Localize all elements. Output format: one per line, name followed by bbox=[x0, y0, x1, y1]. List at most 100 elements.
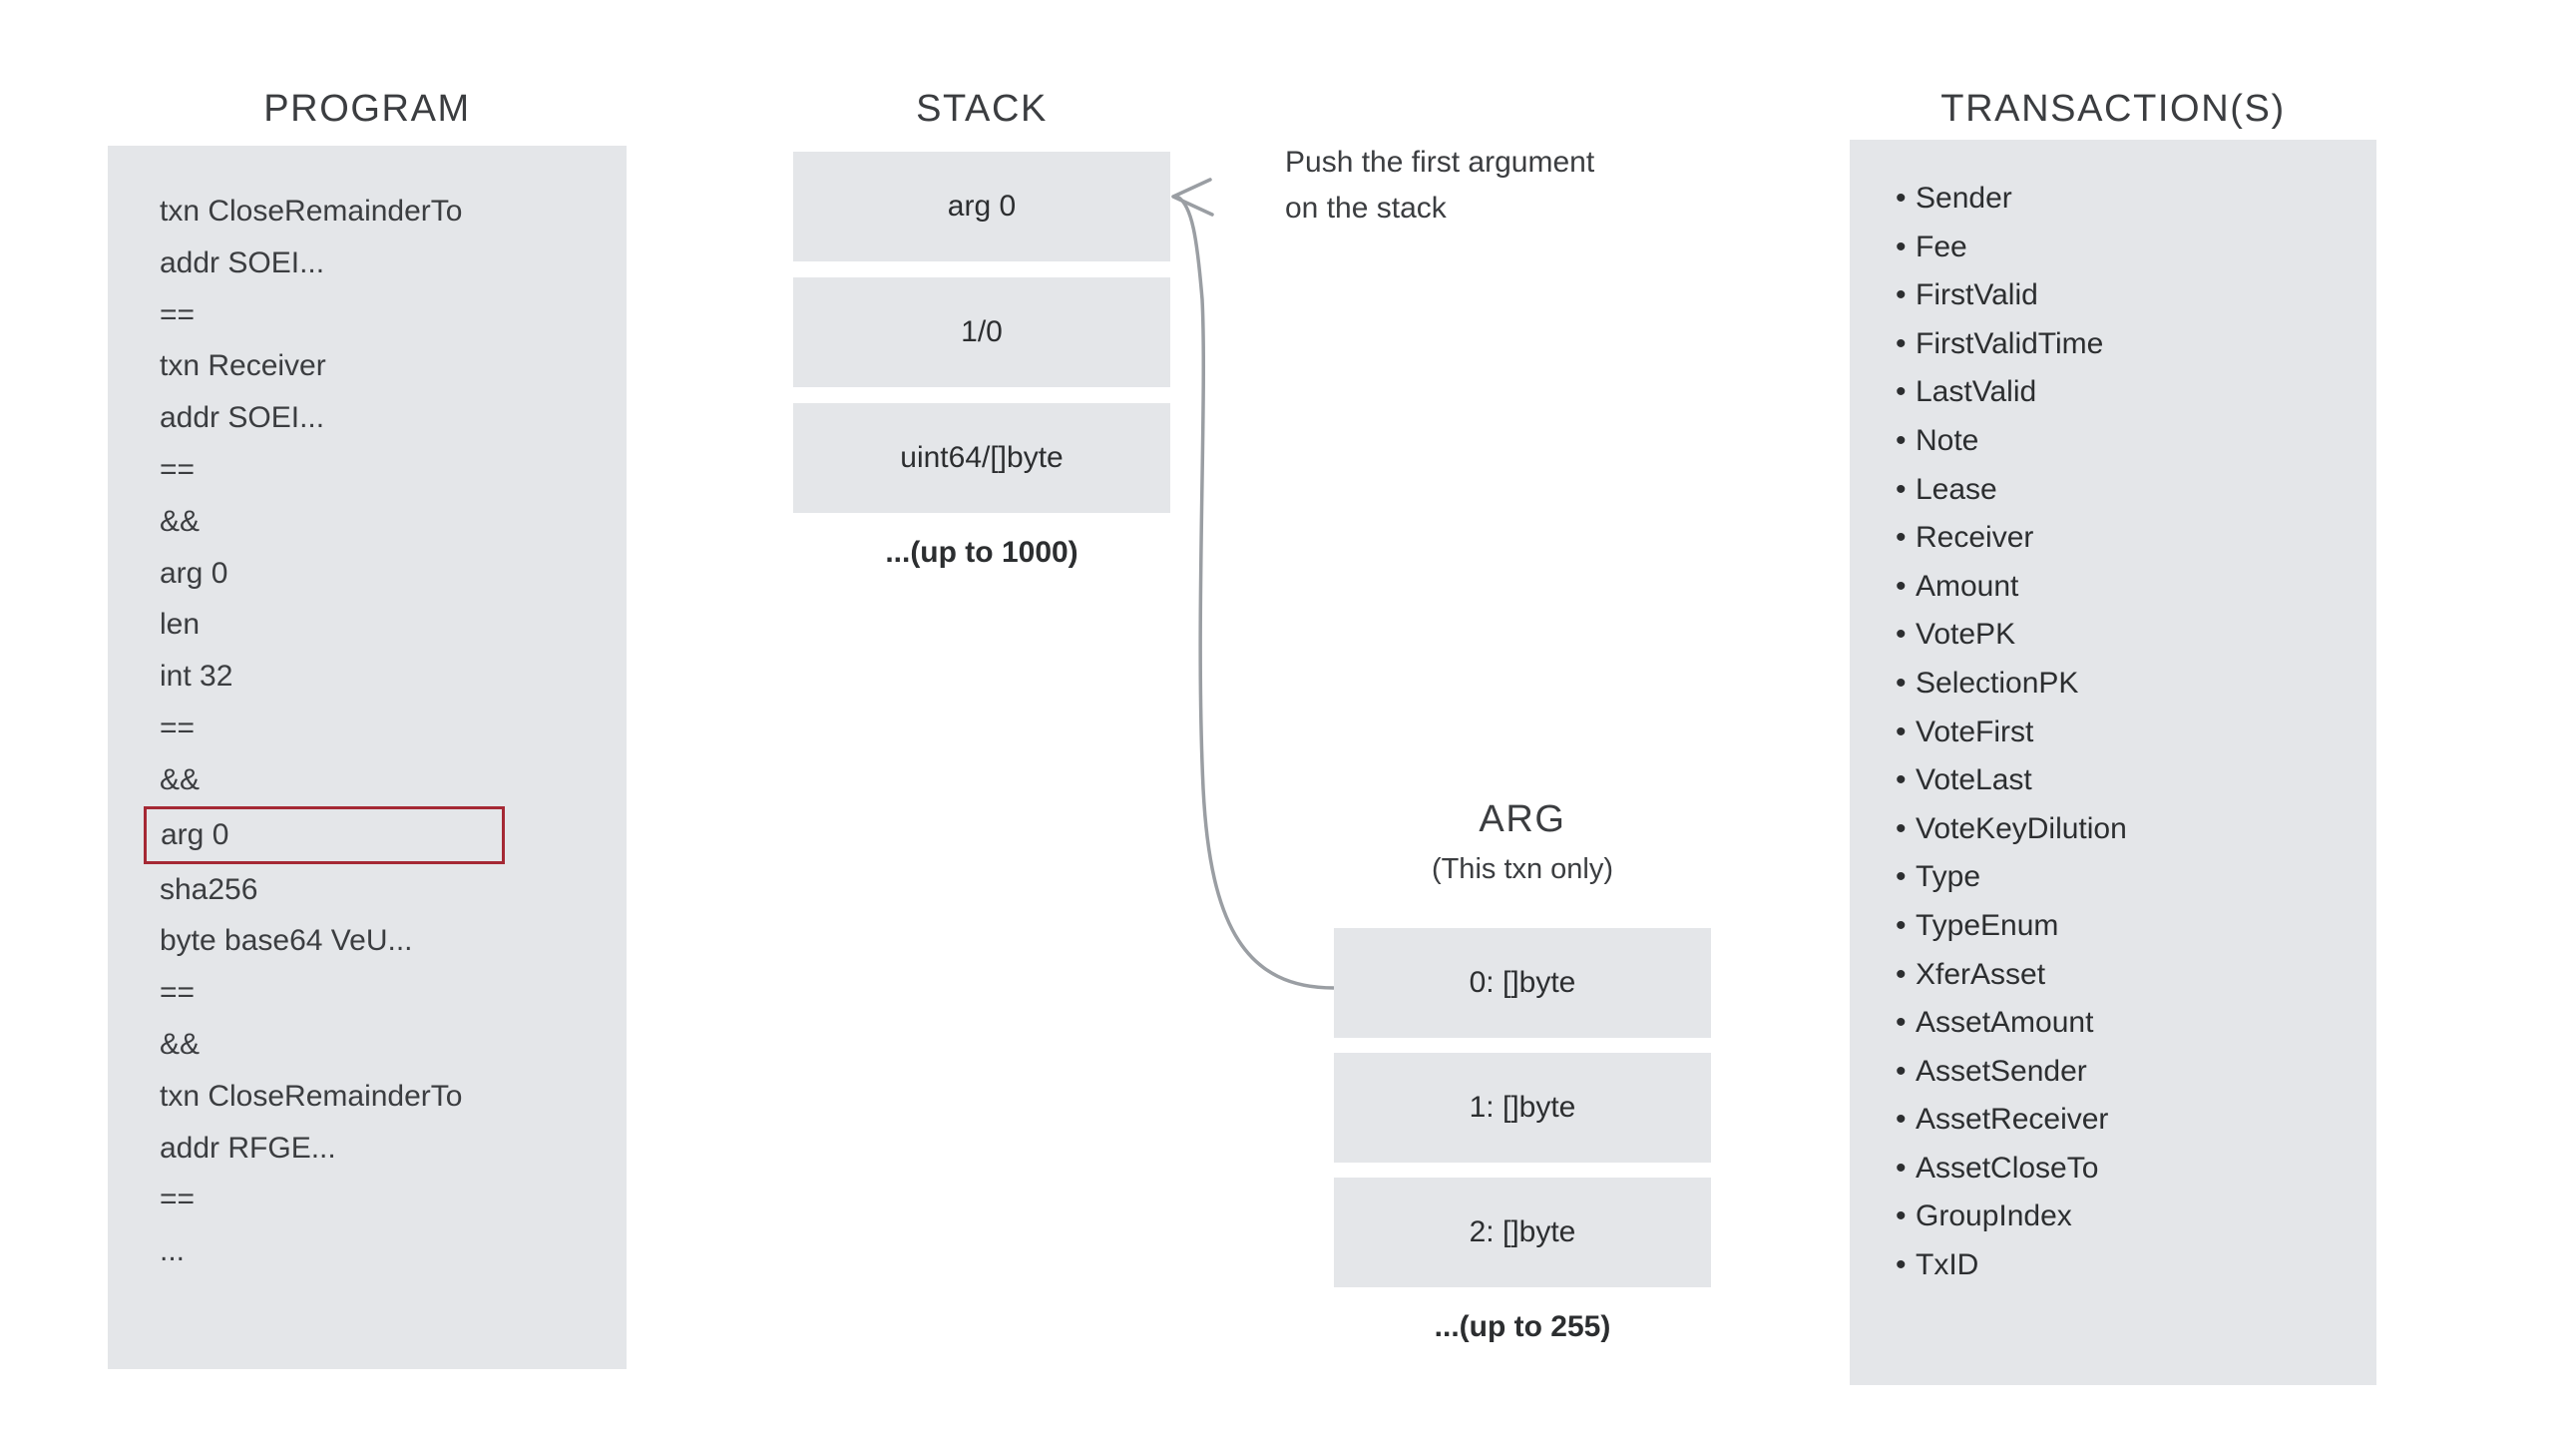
transactions-heading: TRANSACTION(S) bbox=[1940, 88, 2286, 130]
transaction-field-item: • GroupIndex bbox=[1896, 1193, 2364, 1241]
transaction-field-item: • Receiver bbox=[1896, 514, 2364, 563]
transaction-field-label: Lease bbox=[1916, 472, 1997, 506]
bullet-icon: • bbox=[1896, 908, 1907, 942]
program-line: txn CloseRemainderTo bbox=[160, 195, 463, 228]
transaction-field-label: VoteLast bbox=[1916, 763, 2032, 797]
transaction-field-item: •Note bbox=[1896, 417, 2364, 466]
transaction-field-label: XferAsset bbox=[1916, 957, 2046, 991]
stack-heading: STACK bbox=[916, 88, 1048, 130]
transaction-field-label: AssetReceiver bbox=[1916, 1103, 2109, 1137]
bullet-icon: • bbox=[1896, 715, 1907, 748]
program-line: == bbox=[160, 1183, 196, 1216]
transaction-field-item: • FirstValidTime bbox=[1896, 320, 2364, 369]
bullet-icon: • bbox=[1896, 230, 1907, 263]
program-panel bbox=[108, 146, 627, 1369]
transaction-field-item: • AssetReceiver bbox=[1896, 1096, 2364, 1145]
transaction-field-item: • AssetAmount bbox=[1896, 999, 2364, 1048]
transaction-field-label: Fee bbox=[1916, 230, 1967, 263]
transaction-field-label: FirstValid bbox=[1916, 278, 2038, 312]
transaction-field-item: • LastValid bbox=[1896, 368, 2364, 417]
program-line: == bbox=[160, 711, 196, 744]
program-line: addr SOEI... bbox=[160, 401, 325, 435]
transaction-field-label: AssetSender bbox=[1916, 1054, 2087, 1088]
bullet-icon: • bbox=[1896, 618, 1907, 652]
transaction-field-item: • VoteFirst bbox=[1896, 709, 2364, 757]
transaction-field-item: • VoteKeyDilution bbox=[1896, 805, 2364, 854]
transaction-field-item: • Fee bbox=[1896, 224, 2364, 272]
program-line: int 32 bbox=[160, 660, 233, 694]
program-line: addr RFGE... bbox=[160, 1131, 336, 1165]
program-line: && bbox=[160, 504, 201, 538]
arg-subheading: (This txn only) bbox=[1431, 853, 1614, 885]
stack-cell: arg 0 bbox=[793, 152, 1170, 261]
transaction-field-list: • Sender • Fee • FirstValid • FirstValidTime • La… bbox=[1896, 175, 2364, 1290]
program-line: arg 0 bbox=[160, 556, 228, 590]
stack-caption: ...(up to 1000) bbox=[885, 536, 1078, 569]
bullet-icon: • bbox=[1896, 1103, 1907, 1137]
program-heading: PROGRAM bbox=[263, 88, 471, 130]
bullet-icon: • bbox=[1896, 326, 1907, 360]
program-line: byte base64 VeU... bbox=[160, 924, 413, 958]
transaction-field-item: • SelectionPK bbox=[1896, 660, 2364, 709]
transaction-field-item: • FirstValid bbox=[1896, 271, 2364, 320]
program-line: ... bbox=[160, 1234, 186, 1268]
arg-cell: 0: []byte bbox=[1334, 928, 1711, 1038]
transaction-field-label: LastValid bbox=[1916, 375, 2037, 409]
transaction-field-label: VoteFirst bbox=[1916, 715, 2034, 748]
transaction-field-label: Receiver bbox=[1916, 521, 2034, 555]
bullet-icon: • bbox=[1896, 811, 1907, 845]
transaction-field-item: • Lease bbox=[1896, 466, 2364, 515]
annotation-line-1: Push the first argument bbox=[1285, 146, 1595, 179]
program-line: addr SOEI... bbox=[160, 245, 325, 279]
transaction-field-label: Type bbox=[1916, 860, 1981, 894]
transaction-field-item: • AssetCloseTo bbox=[1896, 1145, 2364, 1194]
transaction-field-label: SelectionPK bbox=[1916, 666, 2079, 700]
transaction-field-label: TypeEnum bbox=[1916, 908, 2059, 942]
transaction-field-label: Sender bbox=[1916, 182, 2012, 215]
bullet-icon: • bbox=[1896, 375, 1907, 409]
bullet-icon: • bbox=[1896, 278, 1907, 312]
bullet-icon: • bbox=[1896, 763, 1907, 797]
annotation-line-2: on the stack bbox=[1285, 192, 1447, 225]
transaction-field-label: FirstValidTime bbox=[1916, 326, 2104, 360]
transaction-field-item: • XferAsset bbox=[1896, 951, 2364, 1000]
bullet-icon: • bbox=[1896, 666, 1907, 700]
transactions-panel bbox=[1850, 140, 2376, 1385]
transaction-field-label: GroupIndex bbox=[1916, 1199, 2072, 1233]
transaction-field-item: • Amount bbox=[1896, 563, 2364, 612]
bullet-icon: • bbox=[1896, 1199, 1907, 1233]
bullet-icon: • bbox=[1896, 1248, 1907, 1282]
arg-heading: ARG bbox=[1479, 798, 1566, 840]
program-line: sha256 bbox=[160, 872, 258, 906]
transaction-field-item: • TypeEnum bbox=[1896, 902, 2364, 951]
bullet-icon: • bbox=[1896, 182, 1907, 215]
transaction-field-item: • VoteLast bbox=[1896, 756, 2364, 805]
bullet-icon: • bbox=[1896, 472, 1907, 506]
transaction-field-label: AssetAmount bbox=[1916, 1006, 2094, 1040]
transaction-field-item: •AssetSender bbox=[1896, 1048, 2364, 1097]
bullet-icon: • bbox=[1896, 569, 1907, 603]
arg-cell: 1: []byte bbox=[1334, 1053, 1711, 1163]
transaction-field-label: Amount bbox=[1916, 569, 2019, 603]
stack-cell: 1/0 bbox=[793, 277, 1170, 387]
stack-cell: uint64/[]byte bbox=[793, 403, 1170, 513]
arg-caption: ...(up to 255) bbox=[1434, 1310, 1611, 1343]
transaction-field-label: TxID bbox=[1916, 1248, 1979, 1282]
bullet-icon: • bbox=[1896, 957, 1907, 991]
bullet-icon: • bbox=[1896, 521, 1907, 555]
program-line: len bbox=[160, 608, 201, 642]
bullet-icon: • bbox=[1896, 860, 1907, 894]
program-line: == bbox=[160, 976, 196, 1010]
program-line: && bbox=[160, 762, 201, 796]
bullet-icon: • bbox=[1896, 1151, 1907, 1185]
program-line: == bbox=[160, 297, 196, 331]
bullet-icon: • bbox=[1896, 1006, 1907, 1040]
program-line-highlighted: arg 0 bbox=[144, 805, 505, 864]
transaction-field-item: •VotePK bbox=[1896, 611, 2364, 660]
transaction-field-item: • Type bbox=[1896, 853, 2364, 902]
transaction-field-label: VoteKeyDilution bbox=[1916, 811, 2127, 845]
transaction-field-item: • TxID bbox=[1896, 1241, 2364, 1290]
transaction-field-label: AssetCloseTo bbox=[1916, 1151, 2099, 1185]
